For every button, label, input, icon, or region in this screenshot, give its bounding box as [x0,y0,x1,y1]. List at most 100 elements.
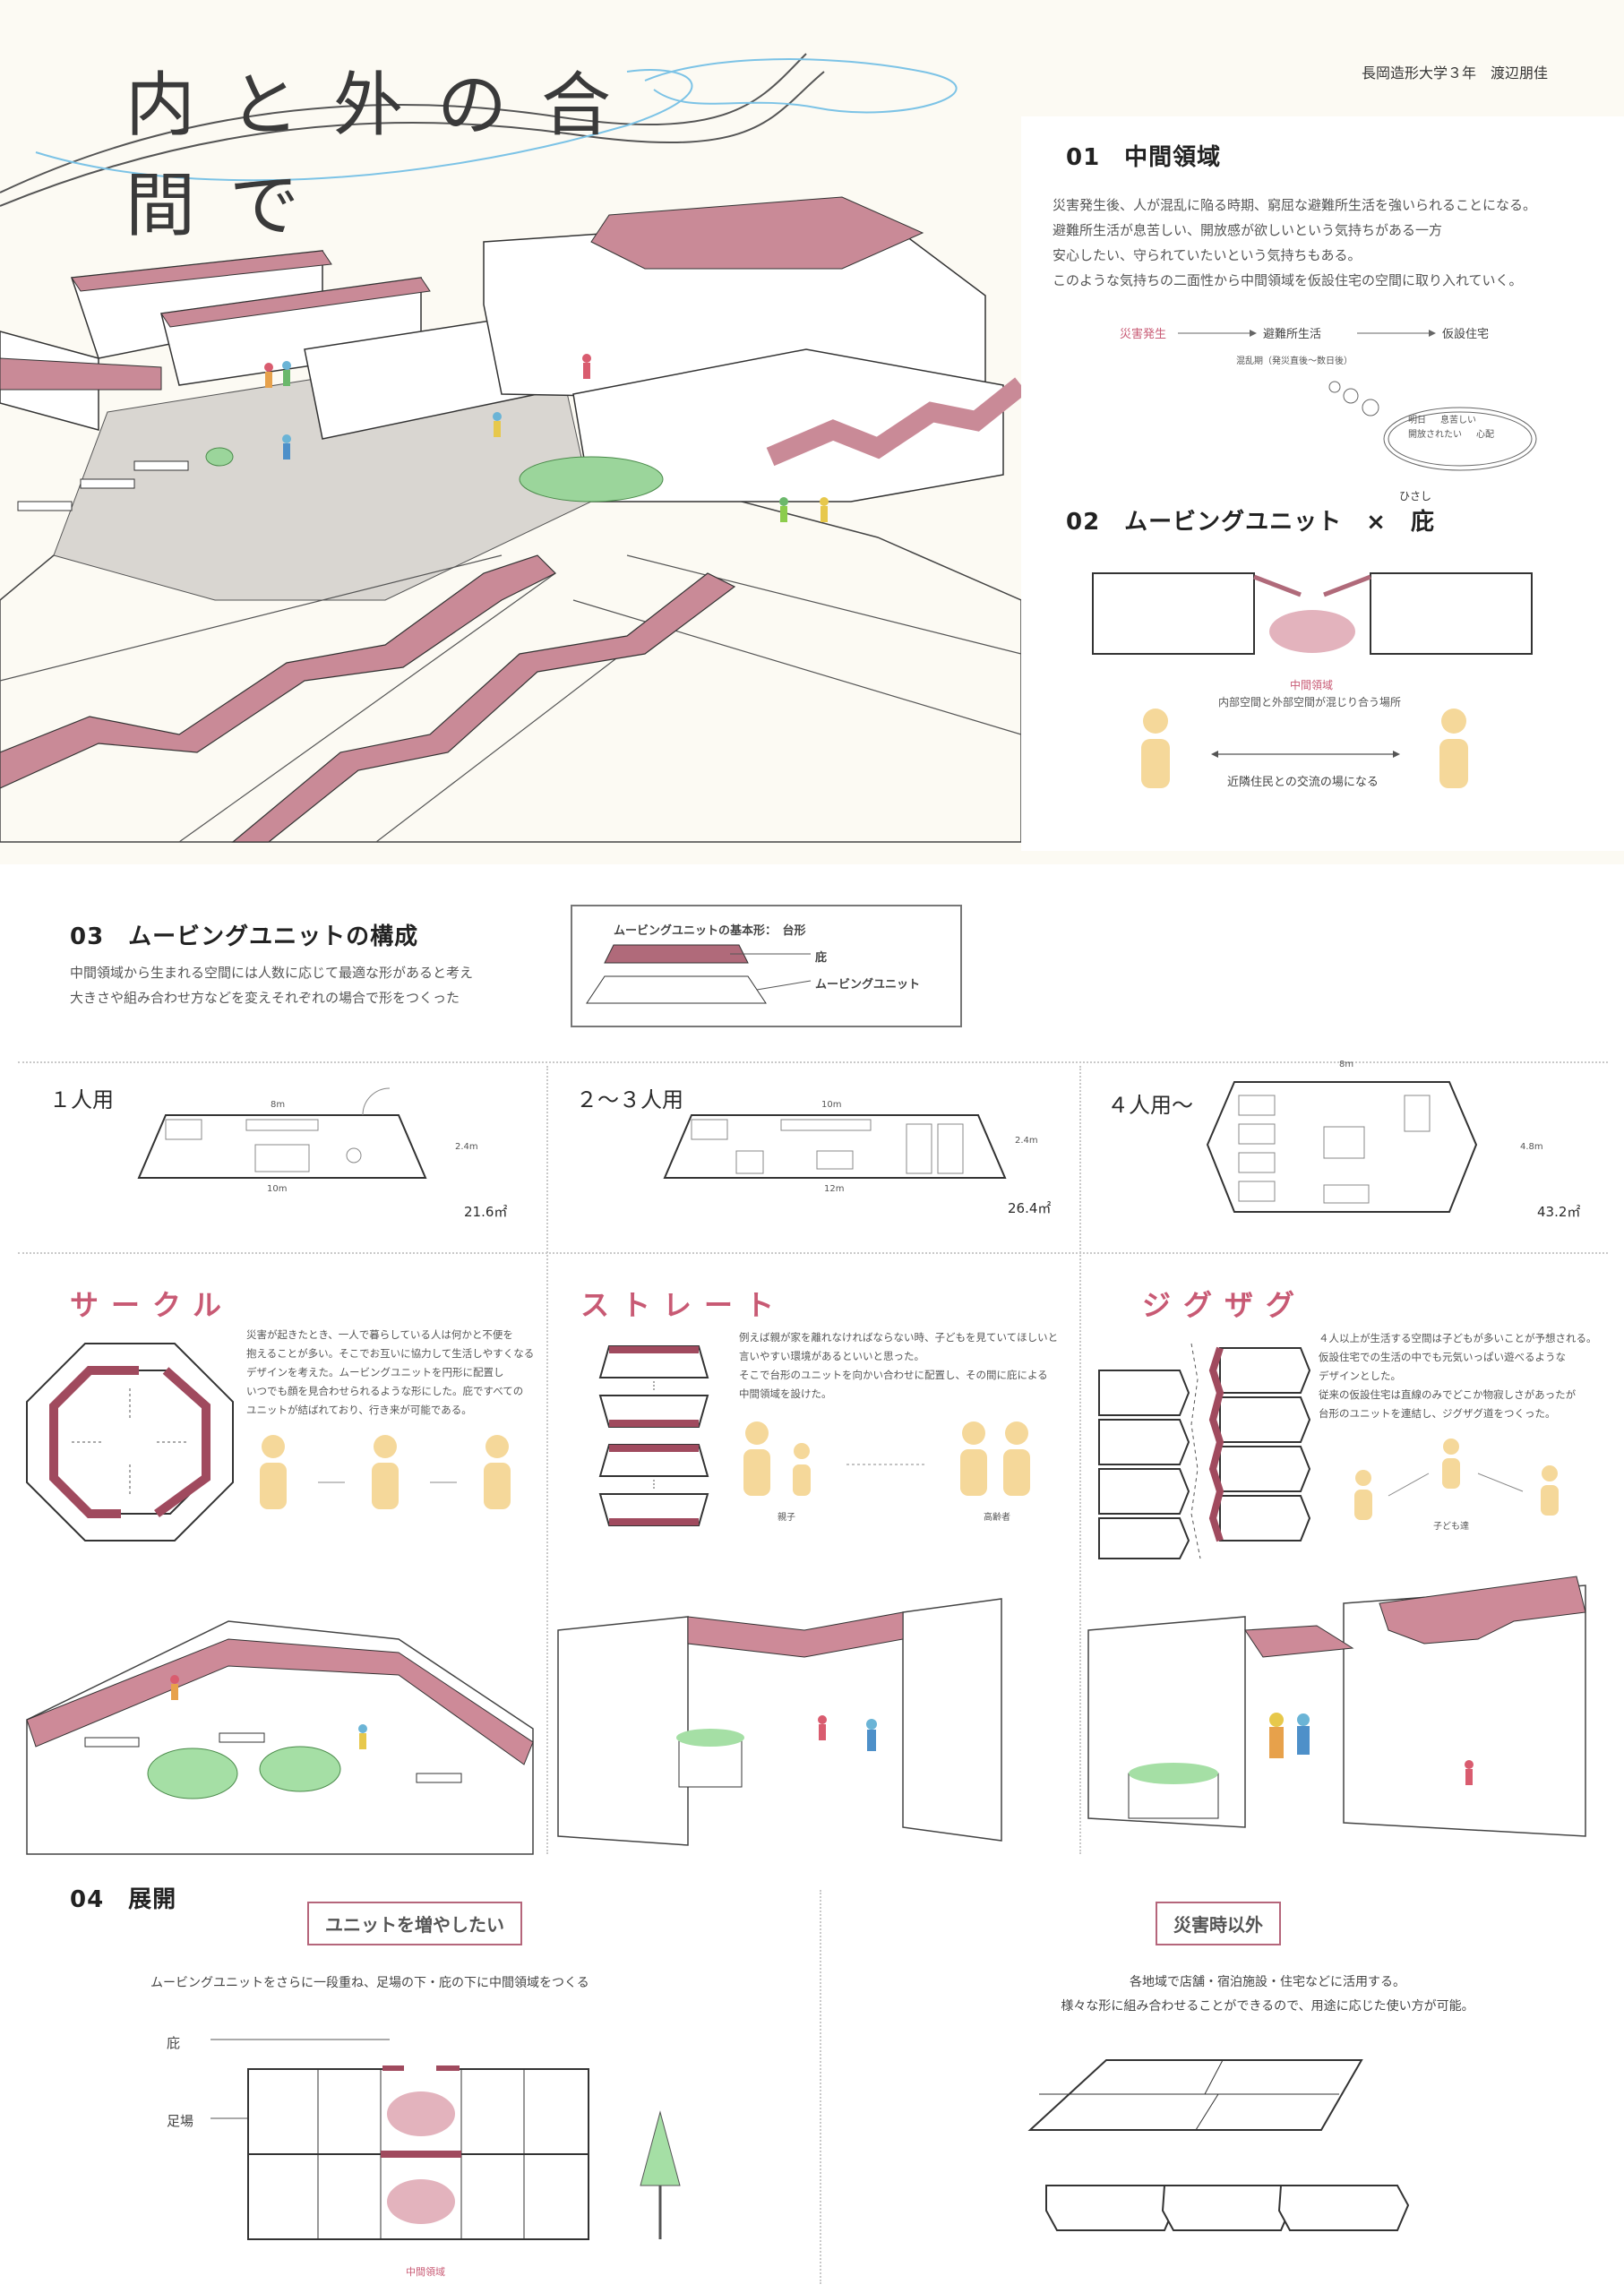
label-children: 子ども達 [1433,1522,1469,1532]
section-01-line: 避難所生活が息苦しい、開放感が欲しいという気持ちがある一方 [1053,222,1443,238]
type-title-straight: ストレート [580,1288,787,1322]
type-text-zigzag: ４人以上が生活する空間は子どもが多いことが予想される。 仮設住宅での生活の中でも… [1319,1329,1597,1423]
label-moving-unit: ムービングユニット [815,978,921,992]
circle-layout-diagram [26,1343,234,1542]
basic-shape-drawing [586,944,812,1004]
label-eave: 庇 [815,951,828,965]
section-01-line: 災害発生後、人が混乱に陥る時期、窮屈な避難所生活を強いられることになる。 [1053,197,1537,213]
straight-layout-diagram [598,1345,709,1526]
author-name: 長岡造形大学３年 渡辺朋佳 [1362,64,1549,82]
basic-shape-box [571,905,962,1027]
type-line: そこで台形のユニットを向かい合わせに配置し、その間に庇による [739,1369,1048,1381]
plan-area: 43.2㎡ [1537,1204,1581,1220]
flow-step-1: 災害発生 [1120,328,1167,341]
section-03-line: 大きさや組み合わせ方などを変えそれぞれの場合で形をつくった [70,990,460,1006]
label-scaffold: 足場 [167,2113,194,2129]
zigzag-layout-diagram [1098,1343,1311,1559]
type-text-circle: 災害が起きたとき、一人で暮らしている人は何かと不便を 抱えることが多い。そこでお… [246,1326,534,1420]
type-line: いつでも顔を見合わせられるような形にした。庇ですべての [246,1385,524,1397]
section-03-line: 中間領域から生まれる空間には人数に応じて最適な形があると考え [70,965,474,981]
floor-plan-2 [663,1114,1007,1179]
divider [1079,1066,1081,1854]
type-line: ユニットが結ばれており、行き来が可能である。 [246,1404,472,1416]
type-title-circle: サークル [70,1288,235,1322]
expand-desc-right: 各地域で店舗・宿泊施設・住宅などに活用する。 様々な形に組み合わせることができる… [990,1971,1545,2019]
concept-panel [1021,116,1624,851]
expand-desc-left: ムービングユニットをさらに一段重ね、足場の下・庇の下に中間領域をつくる [150,1976,589,1990]
plan-dim-bottom: 10m [267,1184,288,1194]
section-03-heading: 03 ムービングユニットの構成 [70,923,419,950]
section-01-text: 災害発生後、人が混乱に陥る時期、窮屈な避難所生活を強いられることになる。 避難所… [1053,193,1608,293]
type-line: デザインとした。 [1319,1370,1401,1382]
type-line: 台形のユニットを連結し、ジグザグ道をつくった。 [1319,1407,1556,1420]
plan-dim-top: 8m [271,1100,286,1110]
thought-word: 明日 [1408,416,1426,425]
flow-step-2: 避難所生活 [1263,328,1322,341]
straight-perspective [557,1598,1002,1846]
type-line: 例えば親が家を離れなければならない時、子どもを見ていてほしいと [739,1331,1059,1344]
plan-area: 21.6㎡ [464,1204,508,1220]
thought-bubble [1328,381,1537,471]
plan-dim-side: 2.4m [1015,1136,1038,1146]
expand-box-left: ユニットを増やしたい [307,1902,522,1945]
divider [820,1890,821,2284]
ruby-hisashi: ひさし [1399,490,1432,502]
hero-illustration [0,196,1027,843]
basic-shape-title: ムービングユニットの基本形： 台形 [614,924,806,938]
label-parent-child: 親子 [778,1513,795,1523]
type-line: 従来の仮設住宅は直線のみでどこか物寂しさがあったが [1319,1388,1577,1401]
title-cloud-line [644,58,958,114]
floor-plan-1 [137,1087,427,1179]
divider [18,1061,1608,1063]
type-line: 言いやすい環境があるといいと思った。 [739,1350,924,1362]
flow-step-3: 仮設住宅 [1442,328,1490,341]
exchange-text: 近隣住民との交流の場になる [1227,776,1379,789]
thought-word: 開放されたい [1408,430,1462,440]
plan-dim-top: 10m [821,1100,842,1110]
right-line: 各地域で店舗・宿泊施設・住宅などに活用する。 [1130,1975,1405,1989]
type-line: 災害が起きたとき、一人で暮らしている人は何かと不便を [246,1328,513,1341]
thought-word: 心配 [1476,430,1494,440]
mid-area-desc: 内部空間と外部空間が混じり合う場所 [1218,696,1402,709]
type-text-straight: 例えば親が家を離れなければならない時、子どもを見ていてほしいと 言いやすい環境が… [739,1328,1058,1404]
type-line: 中間領域を設けた。 [739,1387,832,1400]
type-line: 抱えることが多い。そこでお互いに協力して生活しやすくなる [246,1347,535,1360]
divider [18,1252,1608,1254]
plan-dim-top: 8m [1339,1060,1354,1069]
other-use-diagram [1027,2059,1410,2231]
plan-title: １人用 [49,1087,114,1112]
floor-plan-3 [1206,1081,1478,1213]
plan-area: 26.4㎡ [1008,1200,1052,1216]
zigzag-people [1354,1438,1559,1520]
circle-people [260,1435,511,1509]
thought-word: 息苦しい [1440,416,1476,425]
section-02-heading: 02 ムービングユニット × 庇 [1066,509,1435,536]
plan-title: ２〜３人用 [576,1087,683,1112]
type-line: ４人以上が生活する空間は子どもが多いことが予想される。 [1319,1332,1597,1344]
type-line: 仮設住宅での生活の中でも元気いっぱい遊べるような [1319,1351,1566,1363]
label-elderly: 高齢者 [984,1513,1010,1523]
section-03-text: 中間領域から生まれる空間には人数に応じて最適な形があると考え 大きさや組み合わせ… [70,960,473,1010]
right-line: 様々な形に組み合わせることができるので、用途に応じた使い方が可能。 [1061,1999,1474,2014]
section-04-heading: 04 展開 [70,1886,177,1913]
mid-area-label: 中間領域 [1290,679,1334,691]
people-exchange-diagram [1141,709,1468,788]
title-text: 内と外の合間で [125,65,646,246]
circle-perspective [26,1620,534,1855]
section-01-heading: 01 中間領域 [1066,144,1222,171]
page-title: 内と外の合間で [0,49,825,246]
stacked-unit-diagram [211,2039,681,2240]
plan-dim-side: 4.8m [1520,1142,1543,1152]
plan-dim-side: 2.4m [455,1142,478,1152]
flow-note: 混乱期（発災直後〜数日後） [1236,356,1353,366]
section-01-line: このような気持ちの二面性から中間領域を仮設住宅の空間に取り入れていく。 [1053,272,1523,288]
type-title-zigzag: ジグザグ [1142,1288,1308,1322]
plan-dim-bottom: 12m [824,1184,845,1194]
zigzag-perspective [1087,1576,1586,1837]
label-mid-area-stack: 中間領域 [406,2266,445,2278]
straight-people [743,1421,1030,1496]
unit-eave-diagram [1092,572,1533,655]
label-eave-stack: 庇 [167,2035,181,2051]
divider [546,1066,548,1854]
expand-box-right: 災害時以外 [1156,1902,1281,1945]
